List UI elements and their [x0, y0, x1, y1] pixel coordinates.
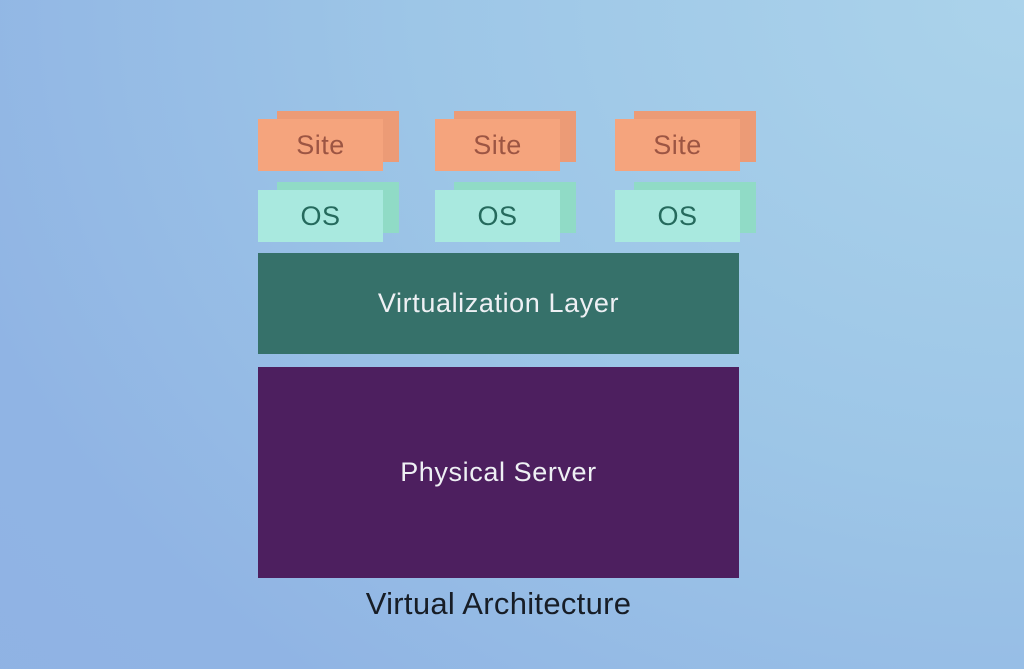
os-card-1: OS	[258, 182, 399, 242]
site-card-2: Site	[435, 111, 576, 171]
site-card-3-label: Site	[615, 119, 740, 171]
os-card-3: OS	[615, 182, 756, 242]
os-card-3-label: OS	[615, 190, 740, 242]
architecture-stack: Site Site Site OS OS OS Virtualization L…	[258, 0, 756, 669]
os-card-2: OS	[435, 182, 576, 242]
site-card-1-label: Site	[258, 119, 383, 171]
diagram-title: Virtual Architecture	[365, 586, 632, 621]
os-card-2-label: OS	[435, 190, 560, 242]
site-card-3: Site	[615, 111, 756, 171]
site-card-1: Site	[258, 111, 399, 171]
os-card-1-label: OS	[258, 190, 383, 242]
physical-server-box: Physical Server	[258, 367, 739, 578]
site-card-2-label: Site	[435, 119, 560, 171]
virtualization-layer-box: Virtualization Layer	[258, 253, 739, 354]
